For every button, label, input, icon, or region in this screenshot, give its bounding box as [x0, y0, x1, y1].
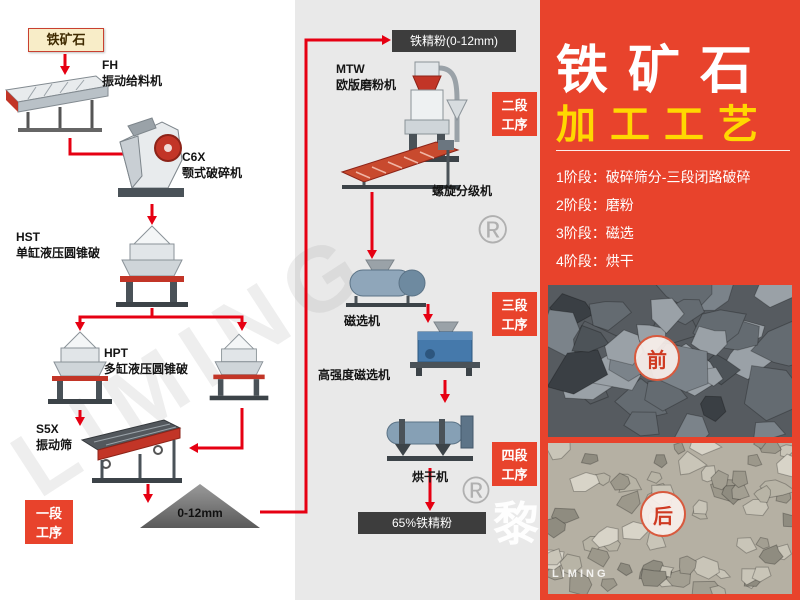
raw-ore-photo: 前	[548, 285, 792, 437]
crushed-product-photo: 后	[548, 443, 792, 594]
hst-cone-crusher-image	[110, 224, 195, 313]
screen-label: S5X 振动筛	[36, 422, 72, 453]
hst-crusher-label: HST 单缸液压圆锥破	[16, 230, 100, 261]
start-node-iron-ore: 铁矿石	[28, 28, 104, 52]
stage1-badge: 一段 工序	[25, 500, 73, 544]
mill-label: MTW 欧版磨粉机	[336, 62, 396, 93]
stage-description: 2阶段：磨粉	[556, 191, 750, 219]
stage-description: 4阶段：烘干	[556, 247, 750, 275]
pile-size-label: 0-12mm	[168, 506, 232, 520]
stage-description: 3阶段：磁选	[556, 219, 750, 247]
magnetic-separator-image	[342, 258, 432, 315]
hi-separator-label: 高强度磁选机	[318, 368, 390, 384]
panel-subtitle: 加工工艺	[556, 92, 772, 150]
separator-label: 磁选机	[344, 314, 380, 330]
stage2-badge: 二段 工序	[492, 92, 537, 136]
hpt-crusher-label: HPT 多缸液压圆锥破	[104, 346, 188, 377]
final-product-box: 65%铁精粉	[358, 512, 486, 534]
intermediate-product-box: 铁精粉(0-12mm)	[392, 30, 516, 52]
rotary-dryer-image	[385, 404, 475, 471]
stage-description-list: 1阶段：破碎筛分-三段闭路破碎 2阶段：磨粉 3阶段：磁选 4阶段：烘干	[556, 163, 750, 275]
jaw-crusher-image	[112, 116, 190, 207]
vibrating-feeder-image	[4, 74, 114, 141]
high-intensity-magnetic-separator-image	[400, 320, 490, 385]
classifier-label: 螺旋分级机	[432, 184, 492, 200]
stage-description: 1阶段：破碎筛分-三段闭路破碎	[556, 163, 750, 191]
after-badge: 后	[640, 491, 686, 537]
hpt-cone-crusher-right-image	[206, 332, 272, 413]
stage3-badge: 三段 工序	[492, 292, 537, 336]
stage4-badge: 四段 工序	[492, 442, 537, 486]
before-badge: 前	[634, 335, 680, 381]
vibrating-screen-image	[80, 418, 186, 491]
feeder-label: FH 振动给料机	[102, 58, 162, 89]
jaw-crusher-label: C6X 颚式破碎机	[182, 150, 242, 181]
dryer-label: 烘干机	[412, 470, 448, 486]
panel-divider	[556, 150, 790, 151]
